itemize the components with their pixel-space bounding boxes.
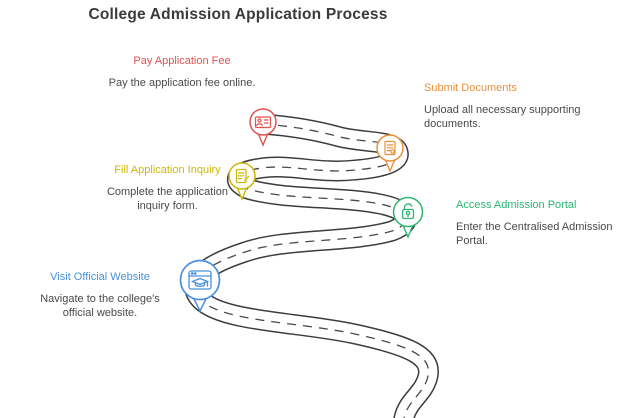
step-label: Visit Official Website [50, 271, 150, 283]
step-description: Navigate to the college's official websi… [40, 293, 160, 320]
step-description: Upload all necessary supporting document… [424, 104, 581, 131]
step-visit-official-website: Visit Official Website Navigate to the c… [25, 271, 175, 321]
step-label: Access Admission Portal [456, 199, 577, 211]
form-document-icon [228, 162, 256, 201]
step-label: Pay Application Fee [133, 55, 231, 67]
step-description: Pay the application fee online. [108, 77, 256, 89]
open-lock-icon [392, 196, 424, 239]
step-pay-application-fee: Pay Application Fee Pay the application … [107, 55, 257, 90]
browser-graduation-cap-icon [179, 259, 221, 313]
step-description: Complete the application inquiry form. [106, 186, 229, 213]
step-label: Submit Documents [424, 82, 517, 94]
step-fill-application-inquiry: Fill Application Inquiry Complete the ap… [90, 164, 245, 214]
page-title: College Admission Application Process [88, 6, 388, 23]
document-seal-icon [376, 134, 404, 173]
step-description: Enter the Centralised Admission Portal. [456, 221, 613, 248]
id-card-person-icon [249, 108, 277, 147]
step-access-admission-portal: Access Admission Portal Enter the Centra… [456, 199, 618, 249]
step-label: Fill Application Inquiry [114, 164, 221, 176]
step-submit-documents: Submit Documents Upload all necessary su… [424, 82, 586, 132]
